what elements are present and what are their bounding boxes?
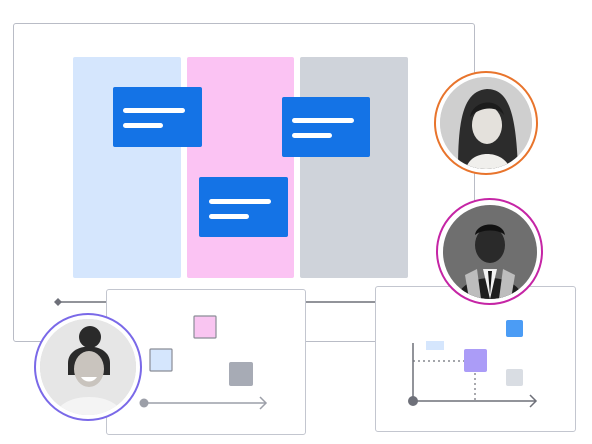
task-card-2[interactable]	[282, 97, 370, 157]
avatar-person-3[interactable]	[34, 313, 142, 421]
avatar-person-1[interactable]	[434, 71, 538, 175]
card-text-line	[292, 133, 332, 138]
card-text-line	[209, 199, 271, 204]
sticky-note-pale-blue	[426, 341, 444, 350]
sticky-note-pale	[506, 369, 523, 386]
card-text-line	[209, 214, 249, 219]
task-card-3[interactable]	[199, 177, 288, 237]
card-text-line	[292, 118, 354, 123]
board-column-2	[187, 57, 294, 278]
person-icon	[440, 77, 532, 169]
sticky-notes-canvas	[139, 315, 268, 410]
person-icon	[442, 204, 537, 299]
avatar-photo	[442, 204, 537, 299]
sticky-note-purple	[464, 349, 487, 372]
person-icon	[40, 319, 136, 415]
board-column-3	[300, 57, 408, 278]
sticky-note-gray	[229, 362, 253, 386]
avatar-photo	[40, 319, 136, 415]
scatter-chart	[408, 320, 538, 408]
progress-start-dot	[139, 398, 149, 408]
task-card-1[interactable]	[113, 87, 202, 147]
sticky-note-blue	[506, 320, 523, 337]
card-text-line	[123, 108, 185, 113]
sticky-note-pink	[193, 315, 217, 339]
avatar-photo	[440, 77, 532, 169]
card-text-line	[123, 123, 163, 128]
avatar-person-2[interactable]	[436, 198, 543, 305]
axis-origin-dot	[408, 396, 418, 406]
sticky-note-light-blue	[149, 348, 173, 372]
